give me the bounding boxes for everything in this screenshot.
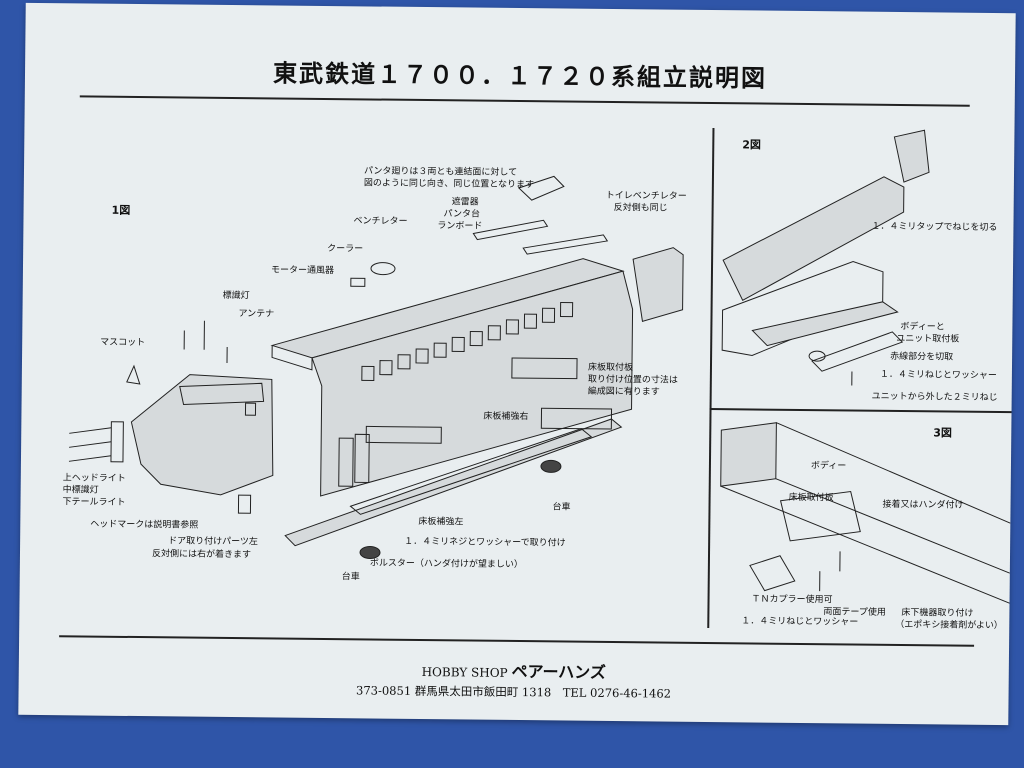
label-bogie-right: 台車 [552,502,571,513]
label-fig2-screw-washer: １．４ミリねじとワッシャー [879,369,997,382]
shop-prefix: HOBBY SHOP [421,665,508,680]
label-mascot: マスコット [100,337,146,349]
label-door-parts-1: ドア取り付けパーツ左 [168,536,258,548]
label-panta-dai: パンタ台 [443,209,481,220]
assembly-drawing [68,129,1011,604]
label-floor-plate-2: 取り付け位置の寸法は [587,374,678,386]
label-lower-taillight: 下テールライト [62,497,126,508]
label-body-unit-2: ユニット取付板 [896,333,960,345]
label-door-parts-2: 反対側には右が着きます [151,549,252,561]
label-fig3-floor-plate: 床板取付板 [788,492,834,504]
label-bogie-left: 台車 [341,572,360,583]
label-ventilator: ベンチレター [353,216,408,227]
label-underfloor-2: （エポキシ接着剤がよい） [895,619,1003,632]
label-tn-coupler: ＴＮカプラー使用可 [751,594,833,606]
label-cut-red: 赤線部分を切取 [890,351,954,363]
label-marker-light: 標識灯 [222,290,250,302]
instruction-sheet: 東武鉄道１７００．１７２０系組立説明図 [18,2,1016,726]
label-floor-plate-1: 床板取付板 [587,362,634,374]
label-panta-note-1: パンタ廻りは３両とも連結面に対して [363,166,518,178]
label-floor-reinforce-left: 床板補強左 [418,516,464,528]
label-body-unit-1: ボディーと [900,322,945,333]
label-panta-note-2: 図のように同じ向き、同じ位置となります [363,178,535,191]
label-floor-plate-3: 編成図に有ります [587,386,660,398]
label-unit-screw: ユニットから外した２ミリねじ [871,391,998,404]
label-runboard: ランボード [437,221,483,232]
label-upper-headlight: 上ヘッドライト [62,473,126,484]
label-headmark-note: ヘッドマークは説明書参照 [90,519,199,531]
label-fig3-screw-washer: １．４ミリねじとワッシャー [741,616,859,628]
label-tap: １．４ミリタップでねじを切る [871,221,998,234]
figure-1-label: 1図 [111,203,131,217]
figure-2-label: 2図 [742,138,762,152]
label-motor-vent: モーター通風器 [270,265,335,277]
label-floor-reinforce-right: 床板補強右 [483,411,529,423]
label-coupler-solder: 接着又はハンダ付け [882,499,964,511]
label-antenna: アンテナ [238,309,275,320]
label-bolster: ボルスター（ハンダ付けが望ましい） [369,558,523,571]
label-toilet-vent-2: 反対側も同じ [613,203,668,214]
label-shaden: 遮雷器 [451,197,479,208]
label-underfloor-1: 床下機器取り付け [901,608,974,619]
label-screw-note: １．４ミリネジとワッシャーで取り付け [404,536,566,549]
label-toilet-vent-1: トイレベンチレター [605,190,687,202]
figure-3-label: 3図 [933,426,953,440]
shop-name-text: ペアーハンズ [511,661,607,682]
label-cooler: クーラー [327,244,364,255]
label-body: ボディー [810,461,847,472]
label-middle-marker: 中標識灯 [62,485,99,496]
